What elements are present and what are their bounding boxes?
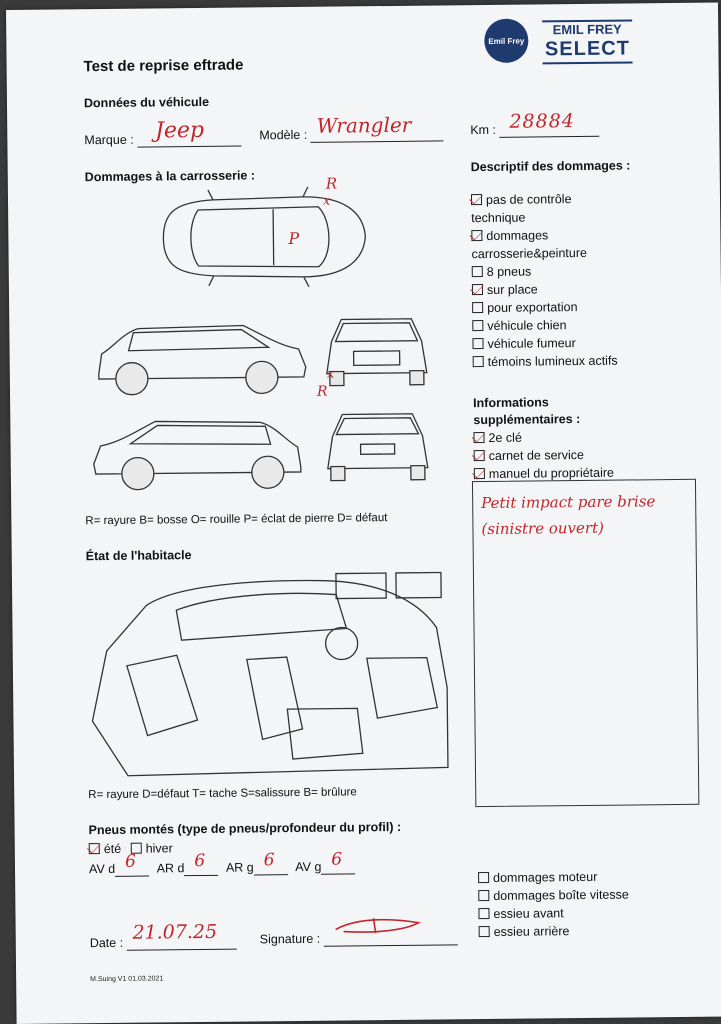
damage-desc-list: pas de contrôle technique dommages carro…	[470, 192, 618, 374]
damage-item-no-inspection[interactable]: pas de contrôle	[470, 192, 616, 212]
mark-x-top: x	[322, 193, 331, 209]
car-front-view-diagram[interactable]	[321, 311, 432, 392]
vehicle-section-heading: Données du véhicule	[83, 94, 210, 111]
damage-item-continuation: carrosserie&peinture	[471, 245, 587, 262]
checkbox[interactable]	[470, 194, 483, 206]
checkbox[interactable]	[471, 230, 483, 242]
damage-desc-heading: Descriptif des dommages :	[470, 158, 631, 175]
checkbox[interactable]	[473, 450, 485, 462]
car-right-side-diagram[interactable]	[90, 412, 306, 494]
damage-item-smoker[interactable]: véhicule fumeur	[472, 336, 617, 356]
mech-item-front-axle[interactable]: essieu avant	[478, 906, 629, 926]
signature-field: Signature :	[260, 918, 458, 947]
damage-item-on-site[interactable]: sur place	[471, 282, 617, 302]
extra-item-second-key[interactable]: 2e clé	[473, 430, 613, 449]
mark-p: P	[288, 228, 300, 249]
mark-x-front: x	[326, 366, 335, 382]
body-damage-heading: Dommages à la carrosserie :	[84, 168, 256, 185]
form-title: Test de reprise eftrade	[83, 56, 244, 76]
damage-item-tires[interactable]: 8 pneus	[471, 264, 617, 284]
trade-in-form: Emil Frey EMIL FREY SELECT Test de repri…	[6, 2, 721, 1024]
car-left-side-diagram[interactable]	[93, 317, 309, 399]
checkbox[interactable]	[472, 356, 484, 368]
mech-item-gearbox[interactable]: dommages boîte vitesse	[478, 888, 629, 908]
mark-r-front: R	[316, 383, 328, 400]
extra-item-service-book[interactable]: carnet de service	[473, 448, 614, 467]
brand-field: Marque : Jeep	[84, 118, 242, 149]
av-g-value[interactable]: 6	[331, 849, 343, 870]
km-field: Km : 28884	[470, 110, 600, 138]
signature-drawing[interactable]	[333, 915, 423, 938]
checkbox[interactable]	[478, 889, 490, 902]
tires-heading: Pneus montés (type de pneus/profondeur d…	[88, 819, 402, 838]
brand-logo: EMIL FREY SELECT	[542, 19, 633, 65]
checkbox[interactable]	[473, 468, 485, 480]
ar-d-value[interactable]: 6	[194, 850, 206, 872]
checkbox[interactable]	[478, 871, 490, 884]
notes-box[interactable]: Petit impact pare brise (sinistre ouvert…	[471, 478, 700, 808]
car-top-view-diagram[interactable]	[153, 186, 374, 288]
checkbox[interactable]	[472, 302, 484, 314]
mark-r-top: R	[325, 174, 338, 193]
brand-value[interactable]: Jeep	[154, 117, 205, 144]
form-version: M.Suing V1 01.03.2021	[90, 975, 164, 984]
checkbox[interactable]	[478, 907, 490, 920]
checkbox[interactable]	[472, 338, 484, 350]
km-value[interactable]: 28884	[509, 110, 575, 133]
body-damage-legend: R= rayure B= bosse O= rouille P= éclat d…	[85, 512, 388, 528]
damage-item-export[interactable]: pour exportation	[472, 300, 617, 320]
damage-item-warning-lights[interactable]: témoins lumineux actifs	[472, 354, 618, 374]
extra-info-heading: Informations supplémentaires :	[473, 395, 581, 428]
car-rear-view-diagram[interactable]	[322, 406, 433, 487]
summer-checkbox[interactable]	[88, 843, 100, 855]
ar-g-value[interactable]: 6	[263, 850, 275, 871]
checkbox[interactable]	[473, 432, 485, 444]
mechanical-damage-list: dommages moteur dommages boîte vitesse e…	[478, 870, 629, 944]
interior-heading: État de l'habitacle	[85, 548, 192, 564]
checkbox[interactable]	[478, 925, 490, 938]
damage-item-dog[interactable]: véhicule chien	[472, 318, 617, 338]
model-value[interactable]: Wrangler	[316, 112, 412, 138]
checkbox[interactable]	[472, 320, 484, 332]
notes-text: Petit impact pare brise (sinistre ouvert…	[481, 492, 656, 539]
date-value[interactable]: 21.07.25	[132, 920, 218, 944]
damage-item-bodywork[interactable]: dommages	[471, 228, 616, 248]
mech-item-rear-axle[interactable]: essieu arrière	[478, 924, 630, 944]
gear-logo-icon: Emil Frey	[484, 18, 529, 63]
interior-diagram[interactable]	[86, 567, 449, 781]
av-d-value[interactable]: 6	[124, 851, 137, 872]
date-field: Date : 21.07.25	[90, 921, 237, 952]
model-field: Modèle : Wrangler	[259, 113, 444, 143]
checkbox[interactable]	[471, 266, 483, 278]
extra-info-list: 2e clé carnet de service manuel du propr…	[473, 430, 614, 485]
mech-item-engine[interactable]: dommages moteur	[478, 870, 629, 890]
damage-item-continuation: technique	[471, 210, 526, 226]
interior-legend: R= rayure D=défaut T= tache S=salissure …	[88, 786, 357, 802]
checkbox[interactable]	[471, 284, 484, 296]
